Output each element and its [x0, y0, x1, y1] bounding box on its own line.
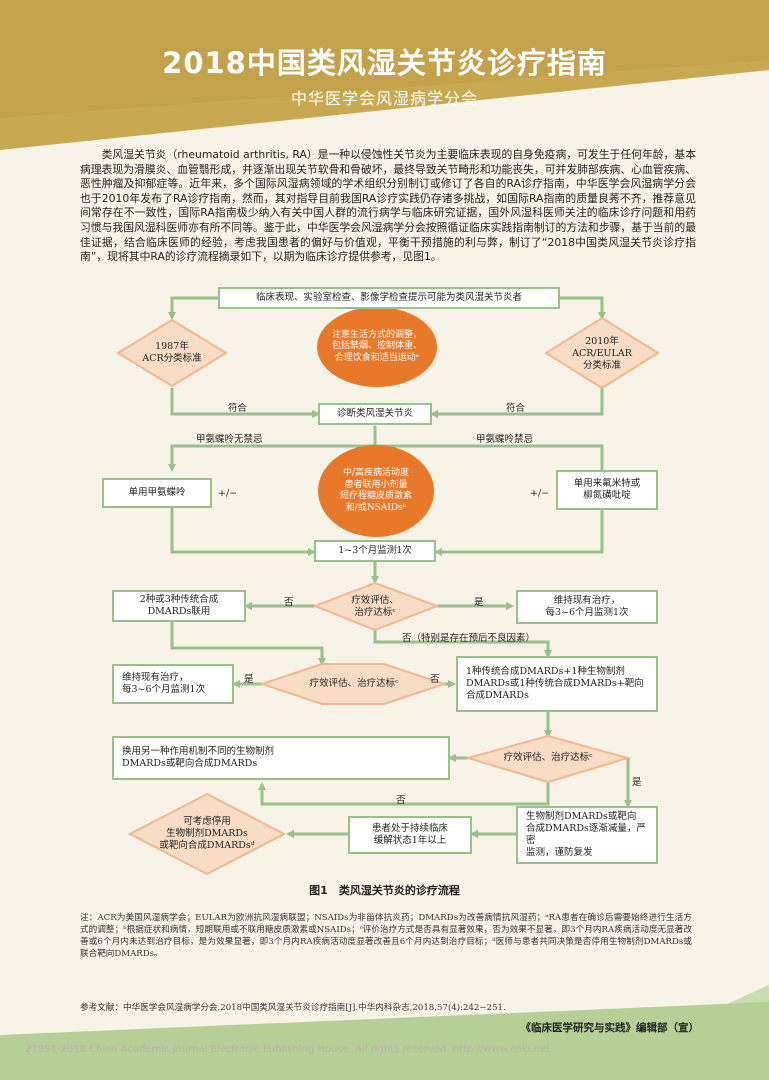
arrow-diagnose-to-mtx	[168, 426, 377, 472]
start-box: 临床表现、实验室检查、影像学检查提示可能为类风湿关节炎者	[218, 287, 560, 309]
copyright-line: 21994-2018 China Academic Journal Electr…	[25, 1044, 551, 1055]
maintain1-box: 维持现有治疗， 每3~6个月监测1次	[516, 590, 658, 624]
meets-left-label: 符合	[228, 403, 248, 414]
eval1-no-label: 否	[284, 597, 294, 608]
intro-paragraph: 类风湿关节炎（rheumatoid arthritis, RA）是一种以侵蚀性关…	[80, 148, 696, 264]
arrow-eular-to-diagnose	[430, 388, 604, 418]
arrow-start-to-eular	[560, 296, 606, 320]
eval2-label: 疗效评估、治疗达标ᶜ	[309, 678, 399, 689]
eval3-label: 疗效评估、治疗达标ᶜ	[503, 752, 593, 763]
meets-right-label: 符合	[506, 403, 526, 414]
mtx-mono-box: 单用甲氨蝶呤	[102, 478, 212, 508]
reference: 参考文献：中华医学会风湿病学分会.2018中国类风湿关节炎诊疗指南[J].中华内…	[80, 1003, 506, 1013]
figure-caption: 图1 类风湿关节炎的诊疗流程	[309, 884, 460, 897]
editorial-footer: 《临床医学研究与实践》编辑部（宣）	[520, 1022, 700, 1034]
bio-combo-box: 1种传统合成DMARDs+1种生物制剂 DMARDs或1种传统合成DMARDs+…	[456, 656, 658, 712]
bottom-band	[0, 1002, 769, 1080]
mtx-contra-label: 甲氨蝶呤禁忌	[476, 434, 534, 445]
acr-criteria-label: 1987年 ACR分类标准	[142, 341, 202, 364]
plus-minus-left-label: +/−	[218, 488, 238, 499]
arrow-combo-to-eval2	[170, 622, 326, 666]
eval2-no-label: 否	[430, 674, 440, 685]
page-subtitle: 中华医学会风湿病学分会	[290, 89, 478, 108]
lifestyle-label: 注意生活方式的调整， 包括禁烟、控制体重、 合理饮食和适当运动ᵃ	[331, 329, 422, 363]
eval2-yes-label: 是	[244, 674, 254, 685]
eval3-diamond	[464, 734, 632, 784]
header-band-shade	[0, 0, 769, 118]
stop-label: 可考虑停用 生物制剂DMARDs 或靶向合成DMARDsᵈ	[159, 816, 255, 851]
combo-csdmard-box: 2种或3种传统合成 DMARDs联用	[112, 590, 246, 622]
arrow-alt-to-monitor	[434, 510, 604, 556]
figure-note: 注：ACR为美国风湿病学会；EULAR为欧洲抗风湿病联盟；NSAIDs为非甾体抗…	[80, 913, 692, 959]
arrow-mtx-to-monitor	[170, 508, 316, 556]
switch-bio-box: 换用另一种作用机制不同的生物制剂 DMARDs或靶向合成DMARDs	[112, 736, 450, 780]
eval3-no-label: 否	[396, 795, 406, 806]
lifestyle-ellipse	[317, 307, 437, 387]
acr-criteria-diamond	[116, 318, 228, 388]
eval1-label: 疗效评估、 治疗达标ᶜ	[351, 595, 399, 618]
eular-criteria-diamond	[544, 316, 660, 390]
glucocorticoid-label: 中/高疾病活动度 患者联用小剂量 短疗程糖皮质激素 和/或NSAIDsᵇ	[339, 468, 412, 513]
eval1-yes-label: 是	[474, 597, 484, 608]
eular-criteria-label: 2010年 ACR/EULAR 分类标准	[572, 336, 632, 371]
mtx-ok-label: 甲氨蝶呤无禁忌	[196, 434, 263, 445]
arrow-start-to-acr	[168, 296, 218, 320]
plus-minus-right-label: +/−	[530, 488, 550, 499]
maintain2-box: 维持现有治疗， 每3~6个月监测1次	[112, 664, 234, 704]
page-title: 2018中国类风湿关节炎诊疗指南	[162, 46, 607, 80]
taper-box: 生物制剂DMARDs或靶向 合成DMARDs逐渐减量，严密 监测，谨防复发	[516, 806, 658, 864]
glucocorticoid-ellipse	[318, 445, 434, 537]
arrow-eval1-to-biocombo	[373, 630, 552, 658]
arrow-eval3-no-loop	[258, 782, 550, 806]
alt-dmard-box: 单用来氟米特或 柳氮磺吡啶	[556, 470, 658, 510]
monitor-box: 1~3个月监测1次	[314, 540, 436, 562]
eval3-yes-label: 是	[632, 777, 642, 788]
eval1-diamond	[312, 581, 440, 632]
arrow-acr-to-diagnose	[170, 388, 320, 418]
eval2-hexagon	[258, 663, 448, 705]
eval1-no-poor-label: 否（特别是存在预后不良因素）	[402, 633, 536, 644]
diagnose-box: 诊断类风湿关节炎	[318, 403, 432, 425]
remission-box: 患者处于持续临床 缓解状态1年以上	[348, 816, 472, 854]
arrow-diagnose-to-alt	[375, 444, 604, 470]
stop-diamond	[127, 792, 287, 876]
